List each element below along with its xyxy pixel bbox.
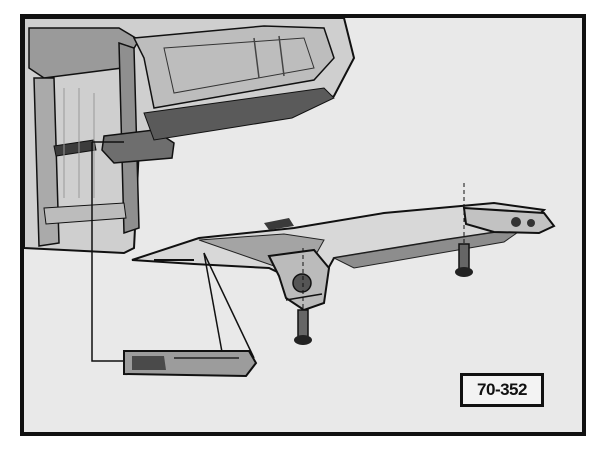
reference-number-label: 70-352	[460, 373, 544, 407]
illustration-frame: 70-352	[20, 14, 586, 436]
mounting-screw	[294, 248, 312, 345]
exploded-diagram	[24, 18, 582, 432]
trim-moulding	[131, 201, 547, 282]
door-panel	[24, 18, 356, 255]
mounting-screw-right	[455, 183, 473, 277]
mounting-bracket-right	[462, 206, 556, 235]
mounting-bracket	[267, 248, 331, 312]
detail-callout-clip	[123, 350, 258, 378]
leader-lines	[91, 141, 255, 364]
